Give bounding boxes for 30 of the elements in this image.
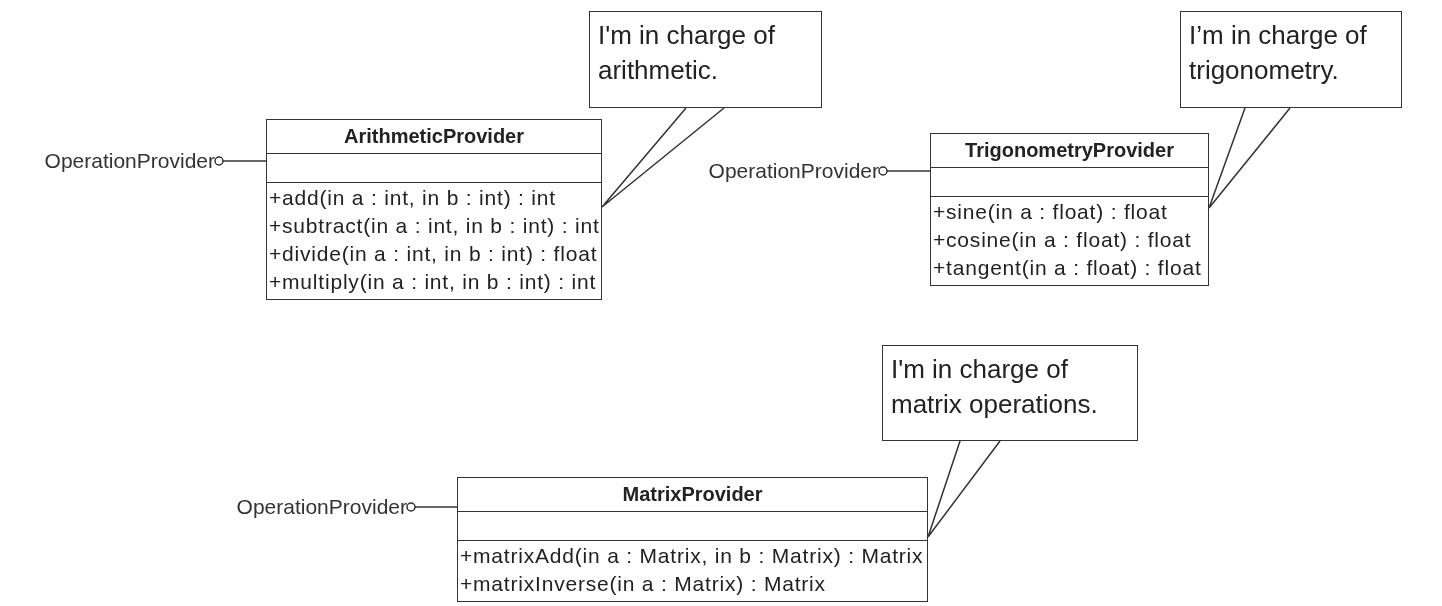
callout-pointer (601, 107, 725, 208)
method-signature: +cosine(in a : float) : float (933, 227, 1193, 253)
class-box (930, 133, 1209, 286)
class-box (457, 477, 928, 602)
note-text: I’m in charge of trigonometry. (1189, 19, 1368, 87)
method-signature: +sine(in a : float) : float (933, 199, 1169, 225)
interface-connector (214, 156, 267, 166)
interface-label: OperationProvider (197, 493, 407, 521)
method-signature: +add(in a : int, in b : int) : int (269, 185, 557, 211)
callout-pointer (1208, 107, 1291, 209)
class-name: TrigonometryProvider (931, 134, 1208, 168)
class-name: MatrixProvider (458, 478, 927, 512)
method-signature: +matrixAdd(in a : Matrix, in b : Matrix) : Matrix (460, 543, 925, 569)
method-signature: +subtract(in a : int, in b : int) : int (269, 213, 601, 239)
interface-connector (406, 502, 458, 512)
class-box (266, 119, 602, 300)
note-callout (589, 11, 822, 108)
note-callout (1180, 11, 1402, 108)
method-signature: +tangent(in a : float) : float (933, 255, 1203, 281)
interface-label: OperationProvider (669, 157, 879, 185)
note-text: I'm in charge of matrix operations. (891, 353, 1099, 421)
note-text: I'm in charge of arithmetic. (598, 19, 776, 87)
method-signature: +matrixInverse(in a : Matrix) : Matrix (460, 571, 827, 597)
note-callout (882, 345, 1138, 441)
interface-label: OperationProvider (5, 147, 215, 175)
method-signature: +multiply(in a : int, in b : int) : int (269, 269, 598, 295)
class-name: ArithmeticProvider (267, 120, 601, 154)
interface-connector (878, 166, 931, 176)
method-signature: +divide(in a : int, in b : int) : float (269, 241, 599, 267)
callout-pointer (927, 440, 1001, 538)
